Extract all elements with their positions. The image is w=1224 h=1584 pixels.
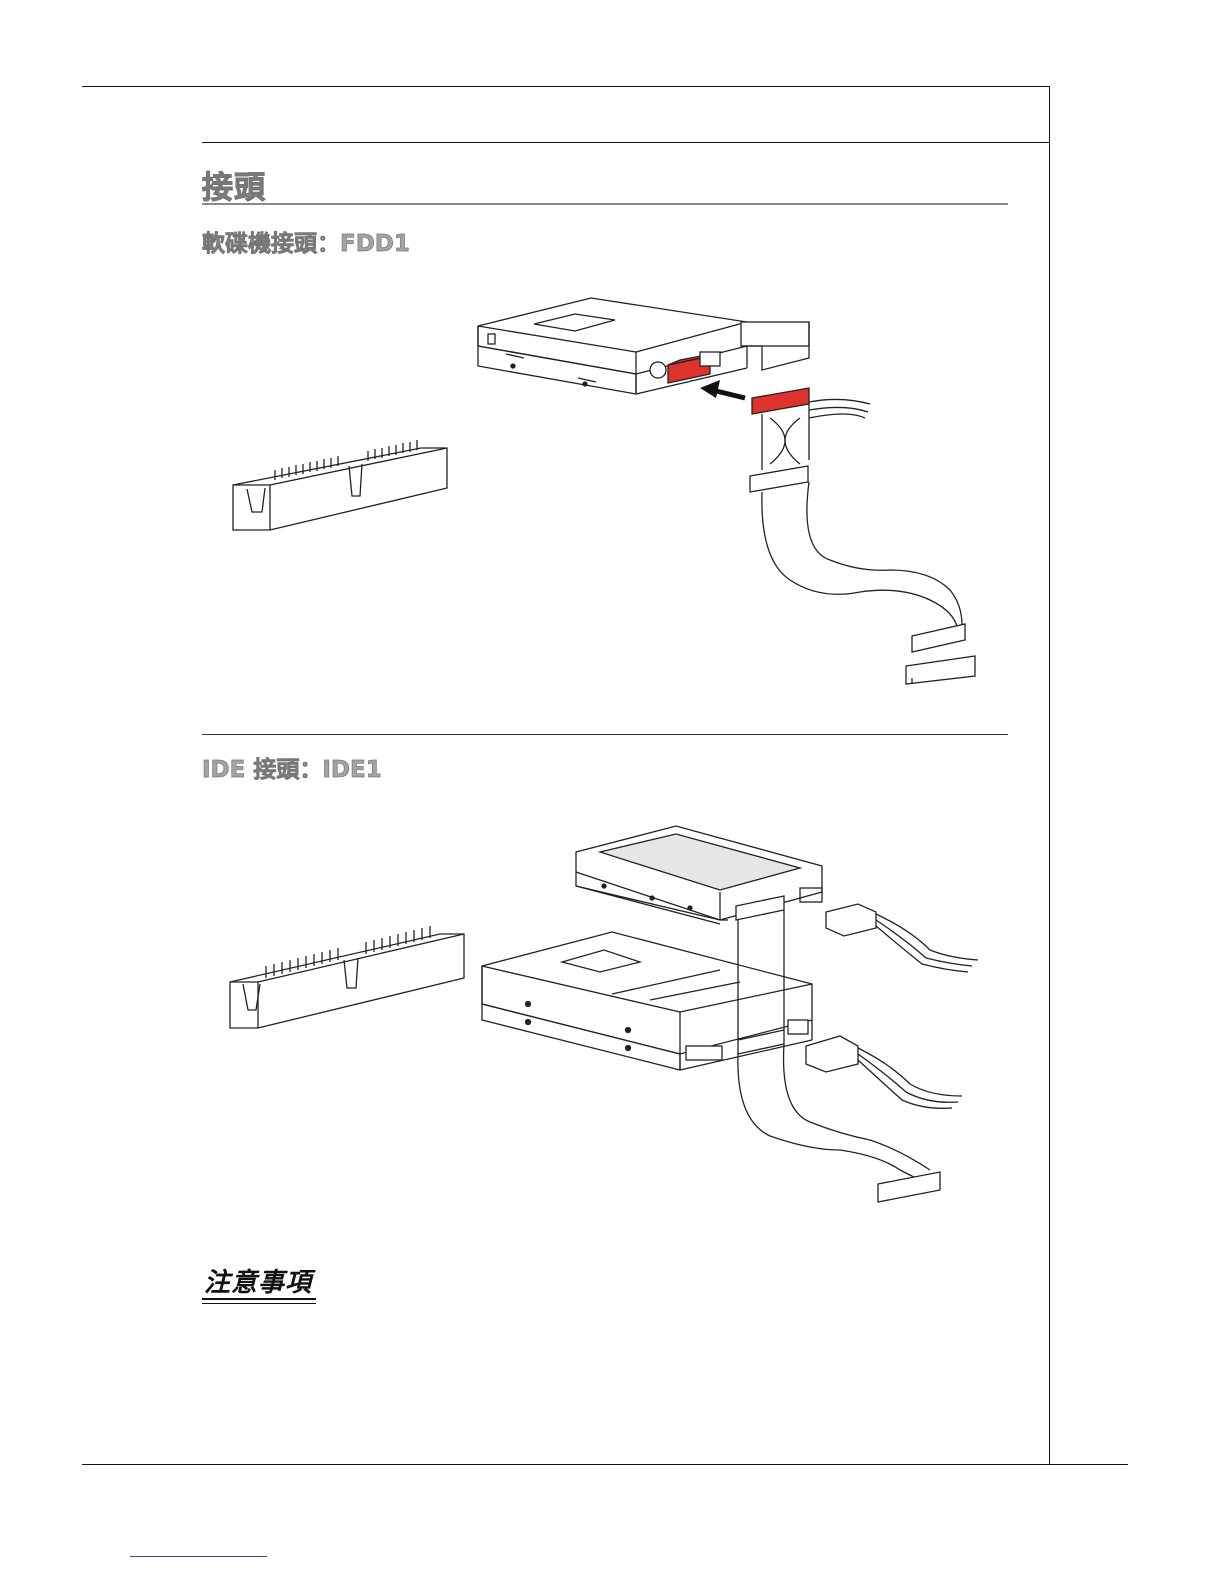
- page-footer-link-line: [130, 1556, 267, 1557]
- page-bottom-rule: [82, 1464, 1128, 1465]
- page-margin-rule: [1049, 86, 1050, 1464]
- floppy-ribbon-cable: [741, 322, 975, 684]
- ide-motherboard-header: [230, 926, 464, 1028]
- hard-disk-drive: [576, 826, 822, 924]
- page-top-rule: [82, 86, 1049, 87]
- ide-section-rule: [202, 734, 1008, 735]
- fdd-connector-title: 軟碟機接頭：FDD1: [202, 224, 410, 258]
- fdd-motherboard-header: [233, 440, 447, 530]
- power-connectors: [806, 904, 978, 1108]
- section-title: 接頭: [202, 162, 266, 207]
- ide-ribbon-cable: [738, 910, 940, 1202]
- floppy-drive: [478, 298, 747, 394]
- ide-connector-title: IDE 接頭：IDE1: [202, 750, 382, 784]
- header-rule: [202, 142, 1050, 143]
- section-title-underline: [202, 203, 1008, 205]
- note-underline-thin: [202, 1303, 316, 1304]
- note-underline: [202, 1298, 316, 1300]
- optical-drive: [482, 932, 812, 1070]
- note-heading: 注意事項: [204, 1262, 312, 1299]
